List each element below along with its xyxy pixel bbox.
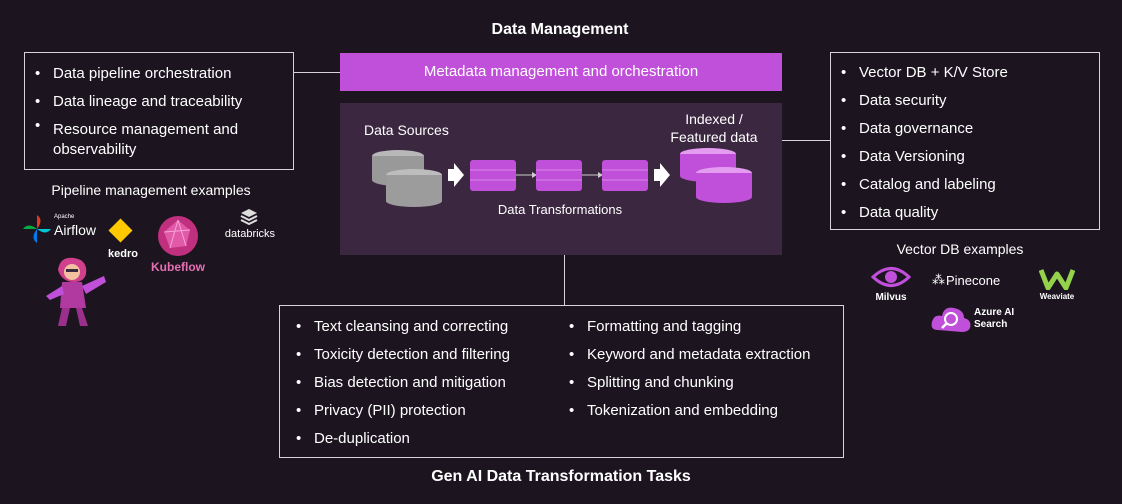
list-item: Data pipeline orchestration — [25, 60, 293, 88]
list-item: Data governance — [831, 115, 1099, 143]
data-transformations-label: Data Transformations — [497, 202, 623, 217]
pinecone-logo: ⁂ Pinecone — [932, 272, 1012, 290]
databricks-logo: databricks — [218, 208, 282, 244]
tasks-list-col1: Text cleansing and correcting Toxicity d… — [286, 313, 556, 453]
list-item: Text cleansing and correcting — [286, 313, 556, 341]
page-title: Data Management — [491, 21, 629, 38]
pinecone-label: Pinecone — [946, 273, 1001, 288]
kedro-mascot-icon — [46, 257, 106, 326]
list-item: Data security — [831, 87, 1099, 115]
list-item: Catalog and labeling — [831, 171, 1099, 199]
indexed-label-line2: Featured data — [670, 129, 758, 145]
right-feature-list: Vector DB + K/V Store Data security Data… — [831, 59, 1099, 227]
azure-ai-search-logo: Azure AI Search — [930, 304, 1030, 336]
arrow-right-icon — [448, 163, 464, 187]
weaviate-label: Weaviate — [1039, 292, 1075, 301]
indexed-db-icon — [680, 148, 752, 203]
kedro-logo: kedro — [104, 218, 144, 266]
kubeflow-icon — [158, 216, 198, 256]
kedro-diamond-icon — [108, 218, 133, 243]
tasks-caption: Gen AI Data Transformation Tasks — [431, 468, 691, 485]
azure-label: Azure AI Search — [974, 307, 1014, 331]
weaviate-logo: Weaviate — [1030, 268, 1084, 306]
azure-search-icon — [931, 307, 971, 332]
list-item: Splitting and chunking — [559, 369, 839, 397]
milvus-logo: Milvus — [868, 264, 914, 306]
metadata-bar: Metadata management and orchestration — [340, 53, 782, 91]
list-item: Bias detection and mitigation — [286, 369, 556, 397]
connector-line — [294, 72, 340, 73]
list-item: Privacy (PII) protection — [286, 397, 556, 425]
data-sources-db-icon — [372, 150, 442, 207]
connector-line — [564, 255, 565, 305]
weaviate-icon — [1039, 269, 1075, 290]
indexed-label-line1: Indexed / — [685, 111, 743, 127]
vector-examples-heading: Vector DB examples — [896, 241, 1024, 257]
azure-label-line2: Search — [974, 319, 1008, 330]
kubeflow-label: Kubeflow — [151, 260, 205, 274]
list-item: Tokenization and embedding — [559, 397, 839, 425]
list-item: Keyword and metadata extraction — [559, 341, 839, 369]
tasks-list-col2: Formatting and tagging Keyword and metad… — [559, 313, 839, 425]
milvus-eye-icon — [871, 267, 911, 287]
left-feature-list: Data pipeline orchestration Data lineage… — [25, 60, 293, 160]
list-item: Data quality — [831, 199, 1099, 227]
list-item: Resource management and observability — [25, 116, 293, 160]
pinecone-icon: ⁂ — [932, 272, 945, 287]
list-item: De-duplication — [286, 425, 556, 453]
milvus-label: Milvus — [875, 292, 907, 303]
list-item: Data Versioning — [831, 143, 1099, 171]
airflow-pinwheel-icon — [23, 215, 51, 243]
list-item: Toxicity detection and filtering — [286, 341, 556, 369]
tasks-box: Text cleansing and correcting Toxicity d… — [279, 305, 844, 458]
arrow-right-icon — [654, 163, 670, 187]
databricks-stack-icon — [240, 209, 258, 226]
indexed-label: Indexed / Featured data — [664, 110, 764, 146]
left-feature-box: Data pipeline orchestration Data lineage… — [24, 52, 294, 170]
kedro-label: kedro — [108, 248, 138, 260]
data-flow-graphic — [372, 148, 752, 207]
azure-label-line1: Azure AI — [974, 307, 1015, 318]
databricks-label: databricks — [224, 228, 276, 240]
data-sources-label: Data Sources — [364, 122, 449, 138]
list-item: Data lineage and traceability — [25, 88, 293, 116]
pipeline-examples-heading: Pipeline management examples — [51, 182, 251, 198]
airflow-label: Airflow — [54, 222, 97, 238]
list-item: Formatting and tagging — [559, 313, 839, 341]
transformation-steps-icon — [470, 160, 648, 191]
airflow-small-label: Apache — [54, 214, 75, 220]
airflow-logo: Apache Airflow — [22, 212, 112, 248]
kubeflow-logo: Kubeflow — [146, 214, 210, 276]
connector-line — [782, 140, 830, 141]
data-flow-panel: Data Sources Indexed / Featured data — [340, 103, 782, 255]
right-feature-box: Vector DB + K/V Store Data security Data… — [830, 52, 1100, 230]
list-item: Vector DB + K/V Store — [831, 59, 1099, 87]
